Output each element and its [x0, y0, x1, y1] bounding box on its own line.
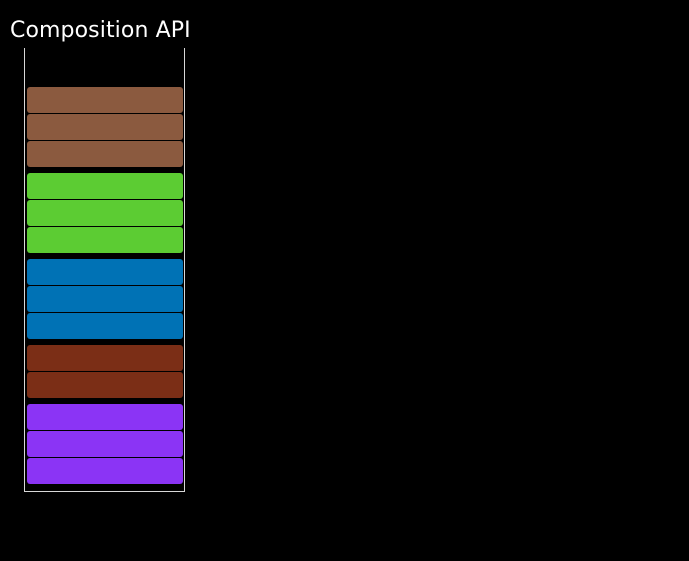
- group-brown: [27, 87, 183, 167]
- track-container: [24, 48, 185, 492]
- green-bar-1[interactable]: [27, 173, 183, 199]
- purple-bar-3[interactable]: [27, 458, 183, 484]
- dark-red-bar-1[interactable]: [27, 345, 183, 371]
- blue-bar-2[interactable]: [27, 286, 183, 312]
- group-green: [27, 173, 183, 253]
- group-purple: [27, 404, 183, 484]
- page-title: Composition API: [10, 18, 191, 43]
- group-dark-red: [27, 345, 183, 398]
- dark-red-bar-2[interactable]: [27, 372, 183, 398]
- brown-bar-3[interactable]: [27, 141, 183, 167]
- blue-bar-1[interactable]: [27, 259, 183, 285]
- blue-bar-3[interactable]: [27, 313, 183, 339]
- purple-bar-2[interactable]: [27, 431, 183, 457]
- brown-bar-2[interactable]: [27, 114, 183, 140]
- group-blue: [27, 259, 183, 339]
- purple-bar-1[interactable]: [27, 404, 183, 430]
- bar-stack: [27, 87, 183, 484]
- brown-bar-1[interactable]: [27, 87, 183, 113]
- green-bar-2[interactable]: [27, 200, 183, 226]
- green-bar-3[interactable]: [27, 227, 183, 253]
